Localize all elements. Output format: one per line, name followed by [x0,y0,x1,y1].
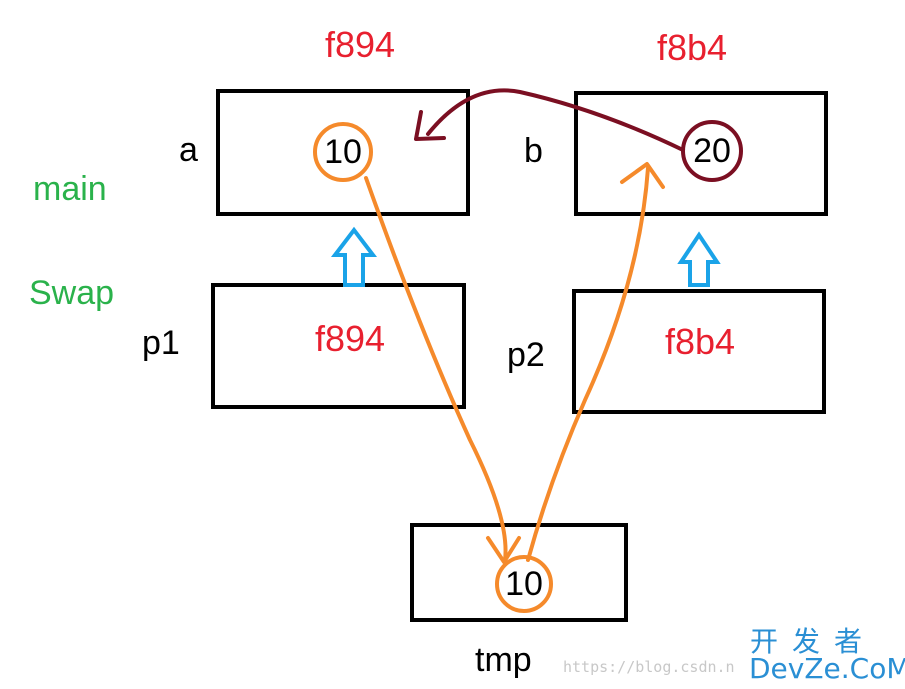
var-box-b [574,91,828,216]
watermark-brand-cn: 开发者 [750,625,877,658]
var-box-a [216,89,470,216]
value-tmp: 10 [505,565,543,603]
var-name-a: a [179,131,198,169]
var-name-p2: p2 [507,336,545,374]
pointer-arrow-p1-to-a [330,226,378,287]
value-ring-a [313,122,373,182]
address-b: f8b4 [657,27,728,68]
main-frame-label: main [33,170,107,208]
var-name-tmp: tmp [475,641,532,679]
swap-frame-label: Swap [29,274,115,312]
var-name-b: b [524,132,543,170]
value-b: 20 [693,132,731,170]
value-a: 10 [324,133,362,171]
pointer-arrow-p2-to-b [677,231,721,287]
watermark-brand-en: DevZe.CoM [749,652,905,685]
address-a: f894 [325,24,396,65]
p1-value: f894 [315,318,386,359]
var-name-p1: p1 [142,324,180,362]
watermark-url: https://blog.csdn.n [563,658,735,676]
var-box-tmp [410,523,628,622]
p2-value: f8b4 [665,321,736,362]
value-ring-tmp [495,555,553,613]
